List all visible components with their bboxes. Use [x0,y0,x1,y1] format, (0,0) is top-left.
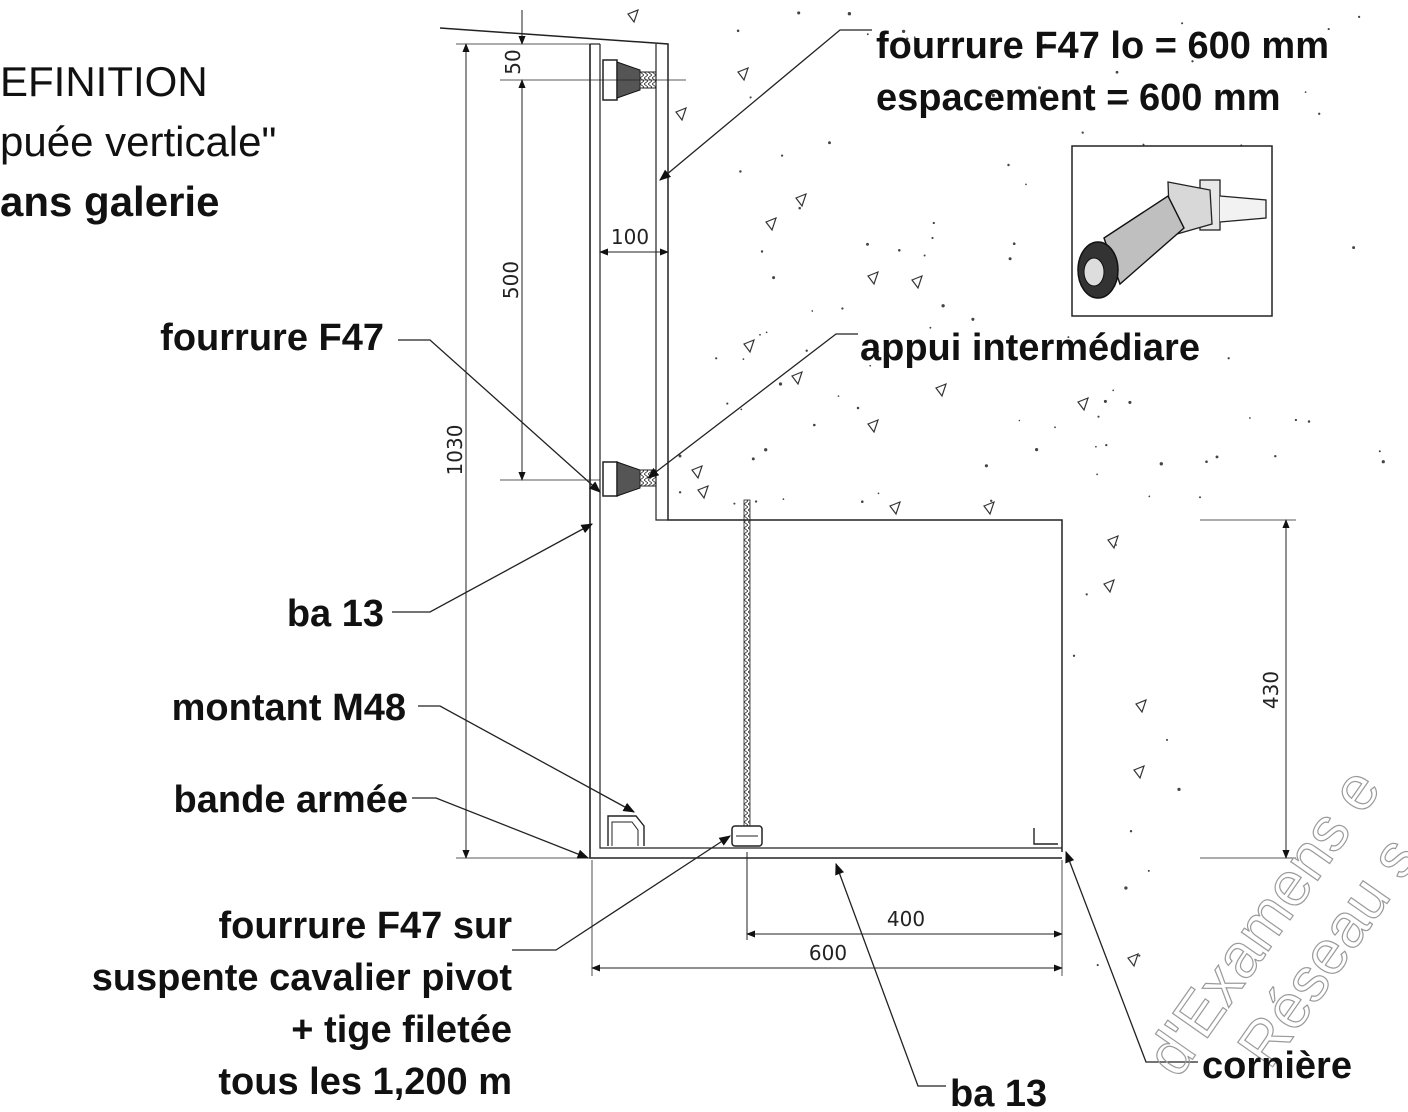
concrete-aggregate-marks [627,8,1385,968]
title-block: EFINITION puée verticale" ans galerie [0,58,276,225]
title-line2: puée verticale" [0,118,276,165]
dim-400: 400 [887,907,925,931]
label-suspente-1: fourrure F47 sur [218,905,512,947]
label-ba13-left: ba 13 [287,593,384,635]
label-montant-m48: montant M48 [172,687,406,729]
labels: fourrure F47 lo = 600 mm espacement = 60… [92,25,1352,1112]
dimension-texts: 50 100 500 1030 430 400 600 [443,49,1283,965]
dimension-lines [456,10,1296,976]
threaded-rod [743,499,751,940]
label-fourrure-length: fourrure F47 lo = 600 mm [876,25,1329,67]
label-appui-intermediaire: appui intermédiare [860,327,1200,369]
intermediate-fixing-bracket [602,461,657,497]
corner-angle [1033,828,1058,845]
dim-500: 500 [499,261,523,299]
pivot-hanger [731,825,763,847]
vertical-plasterboard [589,43,1062,859]
label-ba13-bottom: ba 13 [950,1073,1047,1112]
dim-100: 100 [611,225,649,249]
label-suspente-2: suspente cavalier pivot [92,957,513,999]
label-suspente-3: + tige filetée [291,1009,512,1051]
label-fourrure-spacing: espacement = 600 mm [876,77,1281,119]
fixing-bracket-photo [1071,145,1273,317]
title-line3: ans galerie [0,178,219,225]
dim-600: 600 [809,941,847,965]
label-bande-armee: bande armée [174,779,408,821]
montant-m48-profile [607,815,645,846]
leader-lines [392,29,1198,1087]
dim-430: 430 [1259,671,1283,709]
title-line1: EFINITION [0,58,208,105]
dim-50: 50 [501,49,525,74]
dim-1030: 1030 [443,425,467,476]
label-fourrure-f47: fourrure F47 [160,317,384,359]
concrete-slab [439,8,1385,968]
label-corniere: cornière [1202,1045,1352,1087]
label-suspente-4: tous les 1,200 m [218,1061,512,1103]
